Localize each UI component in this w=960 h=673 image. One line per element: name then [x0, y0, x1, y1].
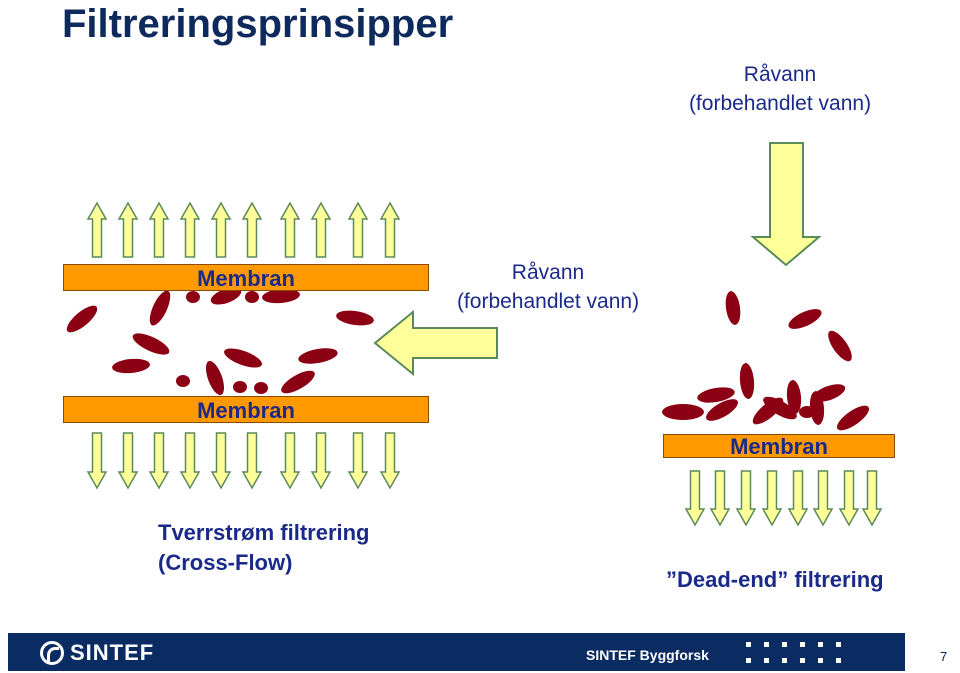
footer-dot-2 — [782, 642, 787, 647]
crossflow-feed-arrow — [373, 309, 498, 377]
particle-21 — [662, 404, 704, 420]
footer-dot-3 — [800, 642, 805, 647]
footer-dots-decoration — [746, 642, 841, 663]
deadend-feed-arrow — [750, 142, 822, 267]
particle-12 — [205, 360, 225, 396]
particle-28 — [836, 405, 870, 431]
particle-14 — [254, 382, 268, 394]
permeate-arrow-up-8 — [347, 201, 369, 258]
footer-department: SINTEF Byggforsk — [586, 647, 709, 663]
particle-18 — [828, 330, 852, 362]
footer-dot-10 — [818, 658, 823, 663]
raw-water-label-middle-line1: Råvann — [511, 261, 585, 284]
particle-23 — [706, 399, 738, 421]
footer-dot-1 — [764, 642, 769, 647]
sintef-logo-mark-icon — [40, 641, 64, 665]
raw-water-label-top-line1: Råvann — [743, 63, 817, 86]
permeate-arrow-up-3 — [179, 201, 201, 258]
footer-dot-6 — [746, 658, 751, 663]
raw-water-label-middle-line2: (forbehandlet vann) — [456, 290, 640, 313]
footer-dot-9 — [800, 658, 805, 663]
deadend-arrow-down-7 — [861, 470, 883, 527]
particle-8 — [298, 348, 338, 364]
footer-bar — [8, 633, 905, 671]
permeate-arrow-up-6 — [279, 201, 301, 258]
particle-16 — [725, 291, 741, 325]
particle-22 — [697, 387, 735, 403]
permeate-arrow-down-9 — [379, 432, 401, 490]
permeate-arrow-up-2 — [148, 201, 170, 258]
crossflow-permeate-arrows-up — [86, 201, 401, 258]
particle-1 — [132, 333, 170, 355]
page-number: 7 — [940, 649, 948, 664]
footer-dot-5 — [836, 642, 841, 647]
deadend-arrow-down-5 — [812, 470, 834, 527]
deadend-permeate-arrows — [684, 470, 883, 527]
particle-2 — [149, 290, 171, 326]
particle-0 — [66, 305, 98, 333]
permeate-arrow-down-1 — [117, 432, 139, 490]
permeate-arrow-up-4 — [210, 201, 232, 258]
permeate-arrow-up-1 — [117, 201, 139, 258]
particle-5 — [245, 291, 259, 303]
particle-11 — [176, 375, 190, 387]
permeate-arrow-down-3 — [179, 432, 201, 490]
particle-25 — [763, 396, 797, 420]
particle-13 — [233, 381, 247, 393]
raw-water-label-top-line2: (forbehandlet vann) — [688, 92, 872, 115]
crossflow-caption-line1: Tverrstrøm filtrering — [158, 520, 370, 545]
particle-3 — [186, 291, 200, 303]
permeate-arrow-down-6 — [279, 432, 301, 490]
raw-water-label-top: Råvann (forbehandlet vann) — [660, 60, 900, 118]
permeate-arrow-down-4 — [210, 432, 232, 490]
sintef-logo-text: SINTEF — [70, 640, 155, 665]
permeate-arrow-down-8 — [347, 432, 369, 490]
permeate-arrow-down-0 — [86, 432, 108, 490]
particle-7 — [336, 310, 374, 326]
particles-group — [66, 287, 870, 431]
particle-10 — [112, 358, 150, 374]
deadend-arrow-down-4 — [787, 470, 809, 527]
deadend-arrow-down-0 — [684, 470, 706, 527]
deadend-arrow-down-1 — [709, 470, 731, 527]
deadend-arrow-down-3 — [761, 470, 783, 527]
permeate-arrow-down-7 — [310, 432, 332, 490]
particle-9 — [224, 348, 262, 368]
deadend-caption: ”Dead-end” filtrering — [666, 567, 884, 592]
crossflow-membrane-bottom — [63, 396, 429, 423]
crossflow-permeate-arrows-down — [86, 432, 401, 490]
footer-dot-8 — [782, 658, 787, 663]
permeate-arrow-up-0 — [86, 201, 108, 258]
deadend-arrow-down-2 — [735, 470, 757, 527]
crossflow-caption: Tverrstrøm filtrering (Cross-Flow) — [158, 518, 370, 578]
crossflow-membrane-top-label: Membran — [197, 266, 295, 291]
permeate-arrow-up-7 — [310, 201, 332, 258]
footer-dot-7 — [764, 658, 769, 663]
particle-27 — [812, 384, 846, 402]
raw-water-label-middle: Råvann (forbehandlet vann) — [430, 258, 666, 316]
footer-dot-0 — [746, 642, 751, 647]
particle-29 — [799, 406, 815, 418]
permeate-arrow-down-5 — [241, 432, 263, 490]
particle-17 — [788, 309, 822, 329]
permeate-arrow-up-5 — [241, 201, 263, 258]
permeate-arrow-up-9 — [379, 201, 401, 258]
deadend-membrane-label: Membran — [730, 434, 828, 459]
crossflow-membrane-top — [63, 264, 429, 291]
particle-6 — [262, 288, 300, 304]
particle-15 — [281, 370, 315, 394]
crossflow-caption-line2: (Cross-Flow) — [158, 550, 293, 575]
sintef-logo: SINTEF — [40, 640, 154, 666]
particle-4 — [210, 287, 242, 305]
deadend-membrane — [663, 434, 895, 458]
footer-dot-11 — [836, 658, 841, 663]
particle-19 — [739, 363, 755, 399]
particle-20 — [786, 380, 802, 414]
crossflow-membrane-bottom-label: Membran — [197, 398, 295, 423]
deadend-arrow-down-6 — [838, 470, 860, 527]
page-title: Filtreringsprinsipper — [62, 2, 454, 46]
footer-dot-4 — [818, 642, 823, 647]
permeate-arrow-down-2 — [148, 432, 170, 490]
